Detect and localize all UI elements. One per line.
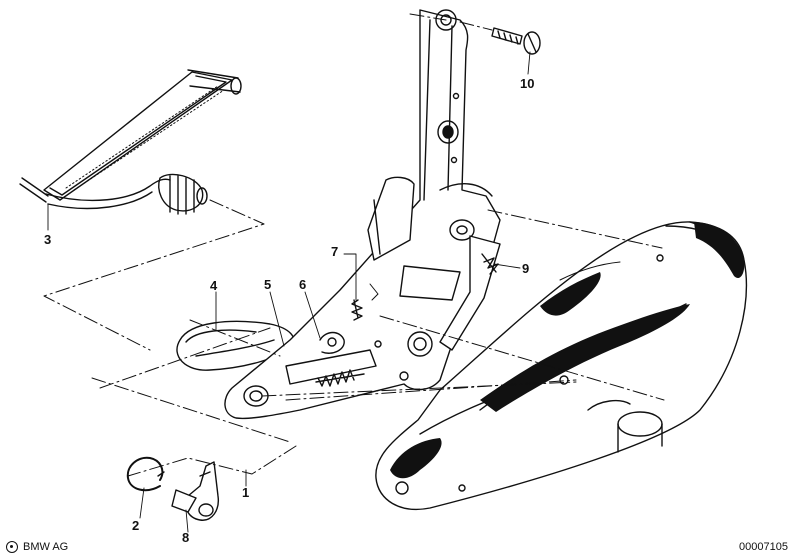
part-10-screw xyxy=(491,27,541,55)
callout-5: 5 xyxy=(264,277,272,292)
callout-10: 10 xyxy=(520,76,535,91)
callout-6: 6 xyxy=(299,277,307,292)
copyright-text: BMW AG xyxy=(23,541,69,553)
linkage xyxy=(285,235,501,387)
part-8-lever xyxy=(171,461,219,521)
cover-shading xyxy=(390,222,745,479)
leader-lines xyxy=(47,51,531,533)
callout-8: 8 xyxy=(182,530,190,545)
assembly-lines xyxy=(43,13,665,477)
diagram-number: 00007105 xyxy=(739,541,788,553)
part-4-lever xyxy=(176,320,295,371)
callout-3: 3 xyxy=(44,232,52,247)
callout-9: 9 xyxy=(522,261,530,276)
copyright-icon xyxy=(6,541,18,553)
hinge-bracket xyxy=(224,9,501,420)
callout-1: 1 xyxy=(242,485,250,500)
callout-7: 7 xyxy=(331,244,339,259)
part-3-rod xyxy=(19,69,242,215)
callout-2: 2 xyxy=(132,518,140,533)
callout-4: 4 xyxy=(210,278,218,293)
